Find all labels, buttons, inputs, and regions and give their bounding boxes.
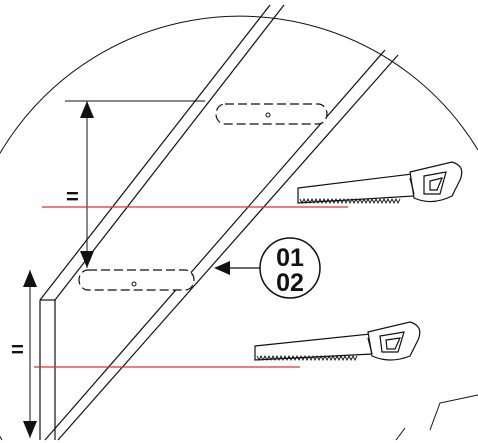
- callout-arrowhead: [214, 261, 230, 275]
- slot-hole-upper: [215, 103, 328, 125]
- equals-sign-lower: =: [11, 337, 24, 362]
- lower-dimension: [23, 270, 37, 438]
- callout-label-02: 02: [276, 269, 304, 297]
- equals-sign-upper: =: [66, 184, 79, 209]
- upper-dimension: [65, 100, 205, 268]
- detail-circle-tick: [395, 427, 406, 441]
- detail-circle-tail: [429, 394, 478, 431]
- hand-saw-icon-lower: [254, 321, 421, 362]
- profile-left-band: [39, 4, 285, 301]
- slot-hole-lower: [78, 269, 195, 291]
- detail-circle-boundary: [0, 15, 478, 441]
- callout-circle: [259, 237, 321, 299]
- profile-right-band: [44, 49, 399, 441]
- panel-cut-end: [39, 299, 56, 440]
- callout-label-01: 01: [276, 244, 304, 272]
- hand-saw-icon: [297, 161, 463, 205]
